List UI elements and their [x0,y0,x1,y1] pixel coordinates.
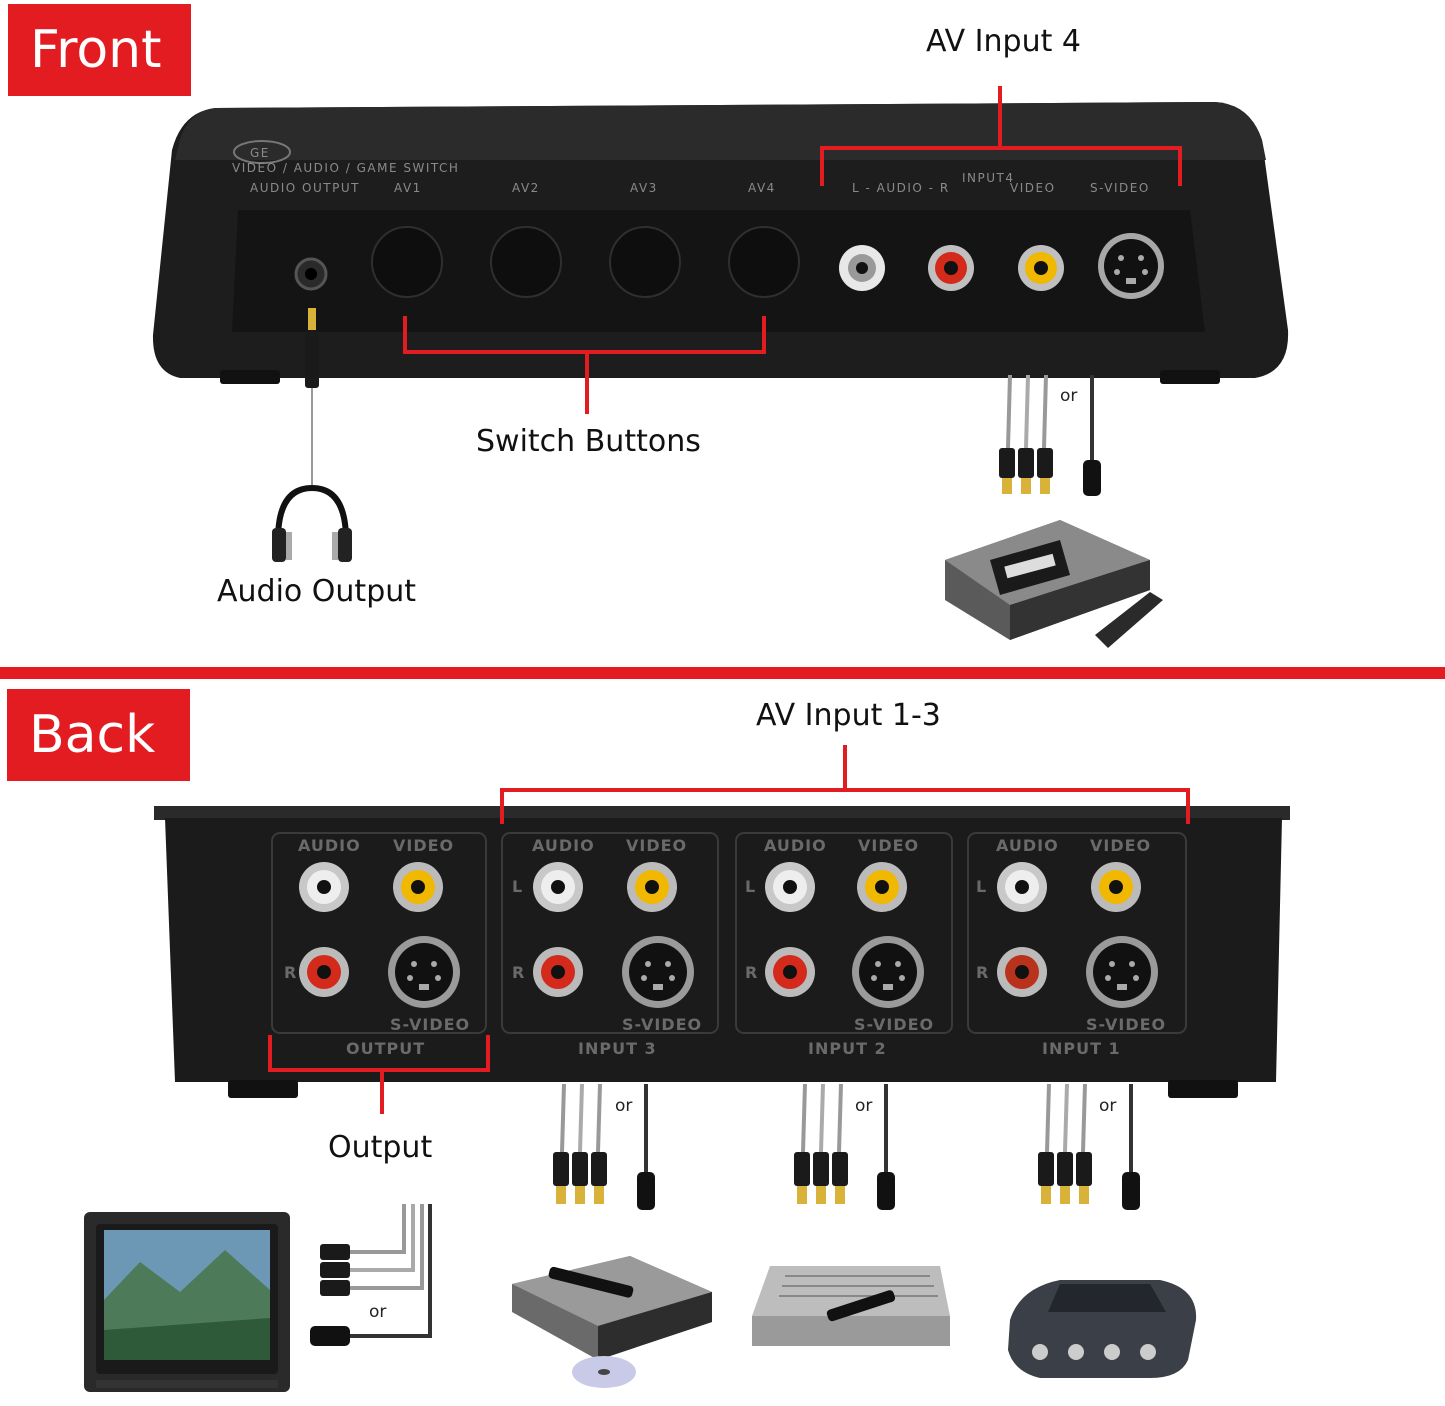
output-video-label: VIDEO [393,836,454,855]
tv-icon [84,1212,290,1392]
input3-l-label: L [512,877,523,896]
front-video-jack[interactable] [1018,245,1064,291]
input2-video-jack[interactable] [857,862,907,912]
input1-cables-icon [1038,1083,1140,1210]
input2-audio-right-jack[interactable] [765,947,815,997]
output-audio-right-jack[interactable] [299,947,349,997]
input2-cables-icon [794,1083,895,1210]
av4-button[interactable] [728,226,800,298]
or-label-output: or [369,1302,387,1322]
switch-buttons-bracket [403,316,766,414]
or-label-input1: or [1099,1096,1117,1116]
front-audio-right-jack[interactable] [928,245,974,291]
ge-logo-icon [233,140,291,164]
input1-svideo-label: S-VIDEO [1086,1015,1166,1034]
input1-audio-right-jack[interactable] [997,947,1047,997]
rca-cable-icon [999,374,1053,494]
output-group-label: OUTPUT [346,1039,425,1058]
label-input4: INPUT4 [962,171,1015,185]
label-l-audio-r: L - AUDIO - R [852,181,950,195]
output-bracket [268,1035,490,1114]
or-label-input3: or [615,1096,633,1116]
label-av1: AV1 [394,181,422,195]
input2-svideo-jack[interactable] [852,936,924,1008]
input1-group-label: INPUT 1 [1042,1039,1121,1058]
satellite-receiver-icon [752,1266,950,1346]
input3-group: AUDIO VIDEO L R S-VIDEO INPUT 3 [501,832,719,1058]
dvd-player-icon [512,1256,712,1388]
output-svideo-jack[interactable] [388,936,460,1008]
front-audio-left-jack[interactable] [839,245,885,291]
or-label-input2: or [855,1096,873,1116]
input1-video-jack[interactable] [1091,862,1141,912]
input1-group: AUDIO VIDEO L R S-VIDEO INPUT 1 [967,832,1187,1058]
label-av2: AV2 [512,181,540,195]
output-svideo-label: S-VIDEO [390,1015,470,1034]
input3-r-label: R [512,963,525,982]
input3-audio-right-jack[interactable] [533,947,583,997]
output-audio-left-jack[interactable] [299,862,349,912]
input2-group: AUDIO VIDEO L R S-VIDEO INPUT 2 [735,832,953,1058]
input3-audio-label: AUDIO [532,836,595,855]
switch-buttons-callout: Switch Buttons [476,424,701,459]
ge-logo-text: GE [250,146,270,160]
input3-audio-left-jack[interactable] [533,862,583,912]
input3-svideo-jack[interactable] [622,936,694,1008]
output-r-label: R [284,963,297,982]
input2-group-label: INPUT 2 [808,1039,887,1058]
input2-l-label: L [745,877,756,896]
av-input-1-3-bracket [500,745,1190,824]
svideo-cable-icon [1083,375,1101,496]
vcr-icon [945,520,1163,648]
output-callout: Output [328,1130,433,1165]
front-svideo-jack[interactable] [1098,233,1164,299]
back-tag: Back [7,689,190,781]
output-audio-label: AUDIO [298,836,361,855]
av3-button[interactable] [609,226,681,298]
label-av3: AV3 [630,181,658,195]
input2-audio-left-jack[interactable] [765,862,815,912]
input1-audio-left-jack[interactable] [997,862,1047,912]
input1-video-label: VIDEO [1090,836,1151,855]
input1-svideo-jack[interactable] [1086,936,1158,1008]
or-label-front: or [1060,386,1078,406]
input3-svideo-label: S-VIDEO [622,1015,702,1034]
label-s-video: S-VIDEO [1090,181,1150,195]
label-video: VIDEO [1010,181,1056,195]
front-tag: Front [8,4,191,96]
av-input-4-bracket [820,86,1182,186]
headphones-icon [272,484,352,562]
input2-video-label: VIDEO [858,836,919,855]
input3-video-jack[interactable] [627,862,677,912]
front-device: GE VIDEO / AUDIO / GAME SWITCH AUDIO OUT… [152,102,1289,384]
input1-r-label: R [976,963,989,982]
input2-svideo-label: S-VIDEO [854,1015,934,1034]
av-input-4-callout: AV Input 4 [926,24,1081,59]
input3-video-label: VIDEO [626,836,687,855]
game-console-icon [1008,1280,1197,1378]
panel-title: VIDEO / AUDIO / GAME SWITCH [232,161,459,175]
av2-button[interactable] [490,226,562,298]
av1-button[interactable] [371,226,443,298]
output-group: AUDIO VIDEO R S-VIDEO OUTPUT [271,832,487,1058]
input3-cables-icon [553,1083,655,1210]
av-input-1-3-callout: AV Input 1-3 [756,698,941,733]
output-video-jack[interactable] [393,862,443,912]
audio-plug-icon [305,308,319,488]
input1-audio-label: AUDIO [996,836,1059,855]
input2-r-label: R [745,963,758,982]
output-cables-icon [310,1204,432,1346]
audio-output-callout: Audio Output [217,574,417,609]
input3-group-label: INPUT 3 [578,1039,657,1058]
label-audio-output: AUDIO OUTPUT [250,181,360,195]
label-av4: AV4 [748,181,776,195]
input2-audio-label: AUDIO [764,836,827,855]
input1-l-label: L [976,877,987,896]
section-divider [0,667,1445,679]
